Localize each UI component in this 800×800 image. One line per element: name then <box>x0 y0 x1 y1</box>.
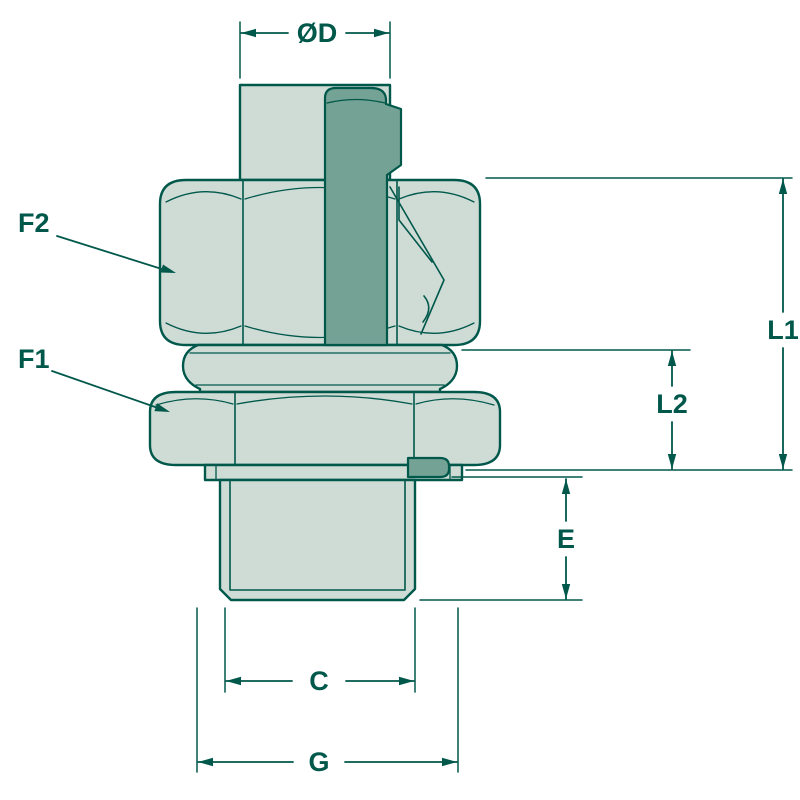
dimension-f1: F1 <box>18 344 170 412</box>
od-extension-lines <box>239 21 391 79</box>
f1-leader-line <box>51 370 159 409</box>
f2-leader-line <box>56 235 166 271</box>
f1-leader-arrow <box>154 403 170 412</box>
l2-arrow-top <box>667 351 677 366</box>
c-arrow-left <box>226 676 241 686</box>
l1-arrow-top <box>778 179 788 194</box>
g-extension-lines <box>196 607 459 773</box>
dim-label-f1: F1 <box>18 344 50 374</box>
internal-cone-lines <box>389 186 445 335</box>
od-arrow-left <box>241 28 256 38</box>
dim-label-e: E <box>557 524 575 554</box>
stud-thread-relief-lines <box>229 480 406 591</box>
c-extension-lines <box>224 607 416 693</box>
dim-label-l2: L2 <box>656 389 688 419</box>
dimension-c: C <box>224 607 416 696</box>
dim-label-l1: L1 <box>767 315 799 345</box>
neck-groove-lines <box>189 352 451 386</box>
g-arrow-right <box>442 757 457 767</box>
dim-label-c: C <box>309 666 329 696</box>
e-arrow-bottom <box>561 584 571 599</box>
lower-hex-chamfer-arcs-top <box>155 395 495 406</box>
l1-arrow-bottom <box>778 454 788 469</box>
lower-hex-nut <box>148 390 502 467</box>
dim-label-od: ØD <box>297 18 338 48</box>
dimension-l2: L2 <box>461 349 691 470</box>
od-arrow-right <box>374 28 389 38</box>
f2-leader-arrow <box>160 264 176 273</box>
dim-label-g: G <box>308 747 329 777</box>
l2-arrow-bottom <box>667 454 677 469</box>
c-arrow-right <box>399 676 414 686</box>
dimension-f2: F2 <box>18 208 176 273</box>
dimension-l1: L1 <box>465 177 799 471</box>
dimension-g: G <box>196 607 459 777</box>
stud-thread <box>218 478 417 602</box>
washer <box>203 463 464 482</box>
dimension-od: ØD <box>239 18 391 79</box>
e-arrow-top <box>561 479 571 494</box>
dimension-e: E <box>419 476 583 601</box>
section-block <box>406 456 451 479</box>
section-sleeve <box>323 86 403 347</box>
dim-label-f2: F2 <box>18 208 50 238</box>
g-arrow-left <box>198 757 213 767</box>
part-body <box>148 83 502 602</box>
section-sleeve-top-arc <box>326 98 386 104</box>
